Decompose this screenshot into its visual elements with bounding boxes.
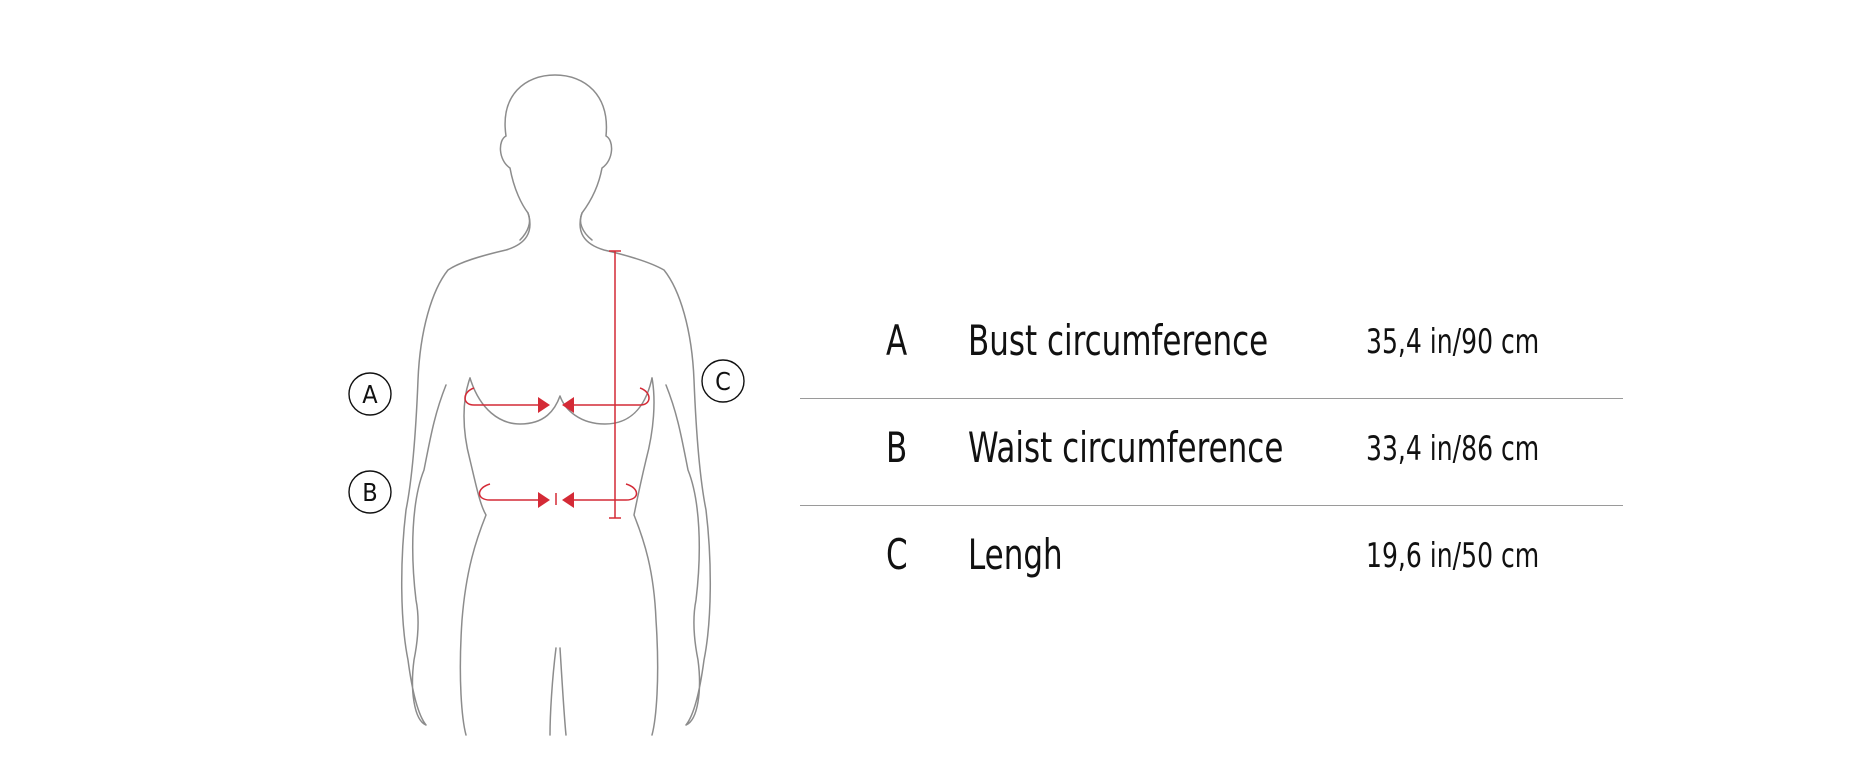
row-letter: C <box>886 530 908 579</box>
row-label: Lengh <box>968 530 1063 579</box>
row-value: 33,4 in/86 cm <box>1366 429 1540 469</box>
row-value: 19,6 in/50 cm <box>1366 536 1540 576</box>
measurement-table: A Bust circumference 35,4 in/90 cm B Wai… <box>800 292 1623 613</box>
marker-c-label: C <box>715 367 731 396</box>
legs-outline <box>549 647 567 736</box>
measurement-arrows <box>538 397 574 508</box>
marker-a-label: A <box>362 380 378 409</box>
row-letter: A <box>886 316 908 365</box>
marker-b: B <box>348 470 392 514</box>
waist-arrow-right-icon <box>538 492 550 508</box>
row-label: Bust circumference <box>968 316 1269 365</box>
waist-arrow-left-icon <box>562 492 574 508</box>
bust-outline <box>469 377 653 425</box>
torso-left-outline <box>459 377 487 736</box>
marker-a: A <box>348 372 392 416</box>
measurement-row-waist: B Waist circumference 33,4 in/86 cm <box>800 399 1623 506</box>
marker-b-label: B <box>362 478 377 507</box>
waist-measure-line <box>478 483 638 501</box>
right-arm-outline <box>579 212 712 726</box>
bust-measure-line <box>464 387 650 406</box>
torso-right-outline <box>633 377 659 736</box>
row-value: 35,4 in/90 cm <box>1366 322 1540 362</box>
bust-arrow-right-icon <box>538 397 550 413</box>
body-silhouette <box>400 74 712 736</box>
bust-arrow-left-icon <box>562 397 574 413</box>
measurement-row-length: C Lengh 19,6 in/50 cm <box>800 506 1623 613</box>
head-outline <box>499 74 613 241</box>
measurement-row-bust: A Bust circumference 35,4 in/90 cm <box>800 292 1623 399</box>
measurement-lines <box>464 250 650 519</box>
row-letter: B <box>886 423 908 472</box>
marker-c: C <box>701 359 745 403</box>
row-label: Waist circumference <box>968 423 1284 472</box>
left-arm-outline <box>400 212 531 726</box>
